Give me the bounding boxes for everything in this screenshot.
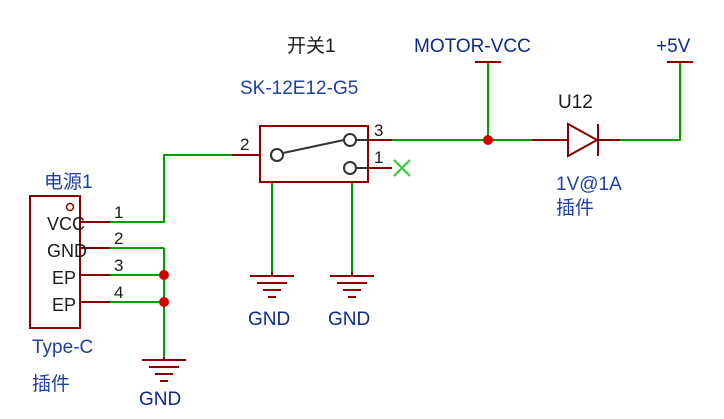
gnd-label-switch-left: GND	[248, 309, 290, 330]
gnd-label-connector: GND	[139, 389, 181, 410]
switch-part-number: SK-12E12-G5	[240, 78, 358, 99]
connector-pin-name-2: GND	[47, 241, 87, 261]
switch-body	[259, 125, 369, 183]
ground-symbol-switch-right	[330, 272, 374, 298]
switch-designator: 开关1	[287, 35, 336, 57]
ground-symbol-connector	[142, 357, 186, 382]
connector-pin-number-3: 3	[114, 256, 123, 275]
diode-designator: U12	[558, 92, 593, 113]
no-connect-marker	[393, 159, 411, 177]
switch-pin-2-number: 2	[240, 135, 249, 154]
connector-pin1-marker	[65, 202, 75, 212]
switch-pin-3-number: 3	[374, 121, 383, 140]
diode-value: 1V@1A	[556, 174, 622, 195]
net-label-motor-vcc: MOTOR-VCC	[414, 36, 531, 57]
connector-part-type: Type-C	[32, 337, 93, 358]
connector-pin-name-4: EP	[52, 295, 76, 315]
connector-pin-number-4: 4	[114, 283, 123, 302]
diode-symbol	[567, 122, 600, 158]
junctions	[159, 135, 493, 307]
power-connector	[29, 195, 81, 329]
connector-pin-name-3: EP	[52, 268, 76, 288]
wire-vcc-to-switch	[110, 154, 232, 223]
connector-pin-name-1: VCC	[47, 214, 85, 234]
junction-ep2	[159, 297, 169, 307]
component-pins	[80, 139, 620, 303]
gnd-label-switch-right: GND	[328, 309, 370, 330]
switch-lever	[282, 139, 345, 154]
connector-body	[29, 195, 81, 329]
switch-contact-1	[343, 161, 357, 175]
diode-package: 插件	[556, 197, 594, 219]
diode-triangle	[567, 122, 600, 158]
switch-pin-1-number: 1	[374, 148, 383, 167]
net-label-plus5v: +5V	[656, 36, 691, 57]
slide-switch	[259, 125, 369, 183]
junction-motor-vcc	[483, 135, 493, 145]
connector-pin-number-1: 1	[114, 203, 123, 222]
connector-pin-number-2: 2	[114, 229, 123, 248]
wires	[110, 62, 681, 357]
switch-common-contact	[270, 148, 284, 162]
switch-contact-3	[343, 133, 357, 147]
ground-symbol-switch-left	[250, 272, 294, 298]
connector-package: 插件	[32, 373, 70, 395]
connector-designator: 电源1	[44, 171, 93, 193]
wire-diode-to-5v	[620, 62, 681, 141]
junction-ep1	[159, 270, 169, 280]
